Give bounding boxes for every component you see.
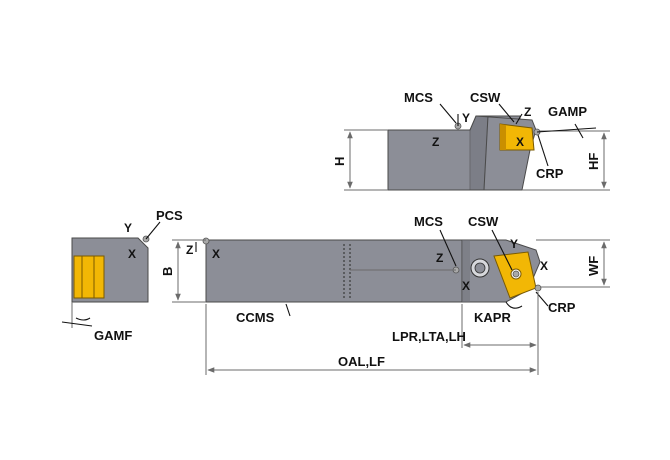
label-x-insert: X: [540, 259, 548, 273]
coordinate-point-icon: [512, 270, 520, 278]
label-h: H: [332, 157, 347, 166]
label-lpr: LPR,LTA,LH: [392, 329, 466, 344]
label-pcs: PCS: [156, 208, 183, 223]
plan-view: [172, 229, 610, 375]
label-wf: WF: [586, 256, 601, 276]
labels: MCS CSW Y Z Z X GAMP CRP H HF PCS Y X Z …: [94, 90, 601, 369]
label-kapr: KAPR: [474, 310, 511, 325]
coordinate-point-icon: [534, 284, 542, 292]
label-y-left: Y: [124, 221, 132, 235]
plan-view-shank: [205, 239, 463, 303]
label-z-top-mcs: Z: [432, 135, 439, 149]
label-mcs-main: MCS: [414, 214, 443, 229]
label-oal: OAL,LF: [338, 354, 385, 369]
label-z-top-csw: Z: [524, 105, 531, 119]
label-y-main: Y: [510, 237, 518, 251]
label-csw-main: CSW: [468, 214, 499, 229]
plan-view-head-shade: [462, 240, 470, 302]
top-view: [344, 103, 610, 191]
label-gamp: GAMP: [548, 104, 587, 119]
coordinate-point-icon: [202, 237, 210, 245]
label-y-top: Y: [462, 111, 470, 125]
label-csw-top: CSW: [470, 90, 501, 105]
label-crp-main: CRP: [548, 300, 576, 315]
label-hf: HF: [586, 153, 601, 170]
label-ccms: CCMS: [236, 310, 275, 325]
label-b: B: [160, 267, 175, 276]
label-z-pcs: Z: [186, 243, 193, 257]
label-crp-top: CRP: [536, 166, 564, 181]
label-x-left: X: [128, 247, 136, 261]
end-view-insert: [73, 255, 105, 299]
label-z-main: Z: [436, 251, 443, 265]
top-view-insert-shade: [500, 124, 506, 150]
label-x-pcs: X: [212, 247, 220, 261]
label-x-main: X: [462, 279, 470, 293]
label-x-top: X: [516, 135, 524, 149]
label-gamf: GAMF: [94, 328, 132, 343]
label-mcs-top: MCS: [404, 90, 433, 105]
end-view: [61, 221, 161, 328]
